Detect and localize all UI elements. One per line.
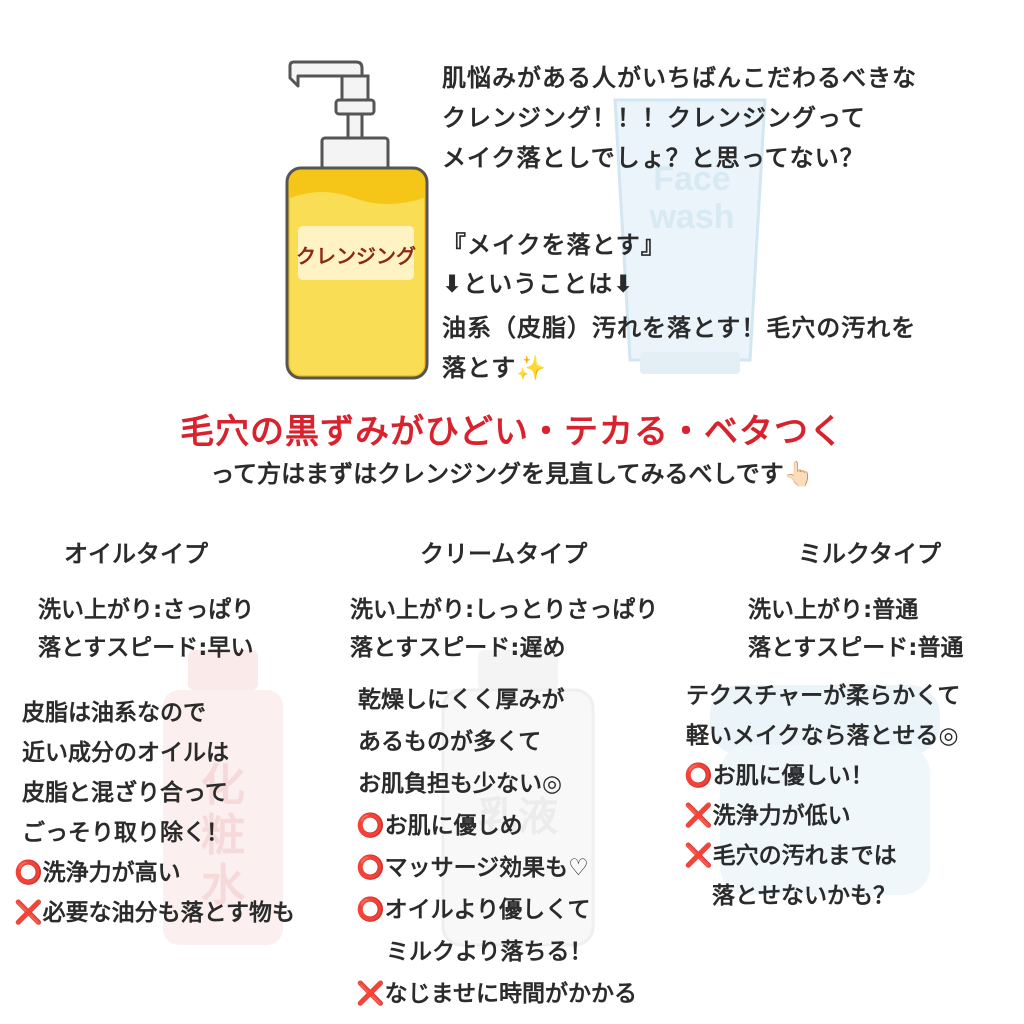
milk-speed: 落とすスピード:普通 xyxy=(748,635,964,661)
oil-speed: 落とすスピード:早い xyxy=(38,635,254,661)
subheadline: って方はまずはクレンジングを見直してみるべしです👆🏻 xyxy=(210,460,814,488)
cream-body-line: お肌負担も少ない◎ xyxy=(358,771,563,797)
oil-type-title: オイルタイプ xyxy=(64,540,208,568)
milky-bottle-illustration: 乳液 xyxy=(441,650,595,947)
milk-body-line: テクスチャーが柔らかくて xyxy=(686,683,961,709)
cream-finish: 洗い上がり:しっとりさっぱり xyxy=(350,597,659,623)
cream-body-line: 乾燥しにくく厚みが xyxy=(358,687,565,713)
intro-line: 『メイクを落とす』 xyxy=(442,231,666,259)
cream-point: ⭕お肌に優しめ xyxy=(356,813,523,839)
intro-line: クレンジング！！！クレンジングって xyxy=(442,104,866,132)
cream-body-line: あるものが多くて xyxy=(358,729,542,755)
svg-text:化: 化 xyxy=(201,760,245,811)
oil-body-line: ごっそり取り除く！ xyxy=(22,820,229,846)
milk-point: 落とせないかも？ xyxy=(712,883,896,909)
intro-line: ⬇ということは⬇ xyxy=(442,270,635,298)
oil-body-line: 皮脂は油系なので xyxy=(22,700,206,726)
intro-line: 油系（皮脂）汚れを落とす！毛穴の汚れを xyxy=(442,314,917,342)
svg-text:水: 水 xyxy=(201,860,246,911)
lotion-bottle-illustration: 化 粧 水 xyxy=(163,650,283,945)
oil-body-line: 近い成分のオイルは xyxy=(22,740,229,766)
cream-type-title: クリームタイプ xyxy=(420,540,588,568)
headline: 毛穴の黒ずみがひどい・テカる・ベタつく xyxy=(180,412,844,452)
svg-text:乳液: 乳液 xyxy=(478,794,558,840)
milk-point: ⭕お肌に優しい！ xyxy=(684,763,874,789)
oil-point: ❌必要な油分も落とす物も xyxy=(14,900,295,926)
oil-finish: 洗い上がり:さっぱり xyxy=(38,597,255,623)
oil-point: ⭕洗浄力が高い xyxy=(14,860,181,886)
milk-body-line: 軽いメイクなら落とせる◎ xyxy=(686,723,959,749)
cream-point: ⭕オイルより優しくて xyxy=(356,897,591,923)
face-wash-tube-illustration: Face wash xyxy=(613,98,767,374)
milk-finish: 洗い上がり:普通 xyxy=(748,597,919,623)
milk-type-title: ミルクタイプ xyxy=(798,540,942,568)
svg-text:粧: 粧 xyxy=(201,810,245,861)
milk-point: ❌毛穴の汚れまでは xyxy=(684,843,897,869)
milk-point: ❌洗浄力が低い xyxy=(684,803,851,829)
cream-point: ❌なじませに時間がかかる xyxy=(356,981,637,1007)
cleansing-bottle-illustration: クレンジング xyxy=(285,60,429,380)
face-wash-label-line1: Face xyxy=(653,160,731,198)
cream-point: ミルクより落ちる！ xyxy=(386,939,593,965)
bottle-label: クレンジング xyxy=(296,244,416,268)
cream-point: ⭕マッサージ効果も♡ xyxy=(356,855,589,881)
cream-speed: 落とすスピード:遅め xyxy=(350,635,566,661)
face-wash-label-line2: wash xyxy=(648,198,734,236)
oil-body-line: 皮脂と混ざり合って xyxy=(22,780,228,806)
cream-jar-illustration xyxy=(710,685,940,895)
intro-line: 肌悩みがある人がいちばんこだわるべきな xyxy=(442,64,917,92)
intro-line: 落とす✨ xyxy=(442,354,548,382)
intro-line: メイク落としでしょ？と思ってない？ xyxy=(442,144,865,172)
